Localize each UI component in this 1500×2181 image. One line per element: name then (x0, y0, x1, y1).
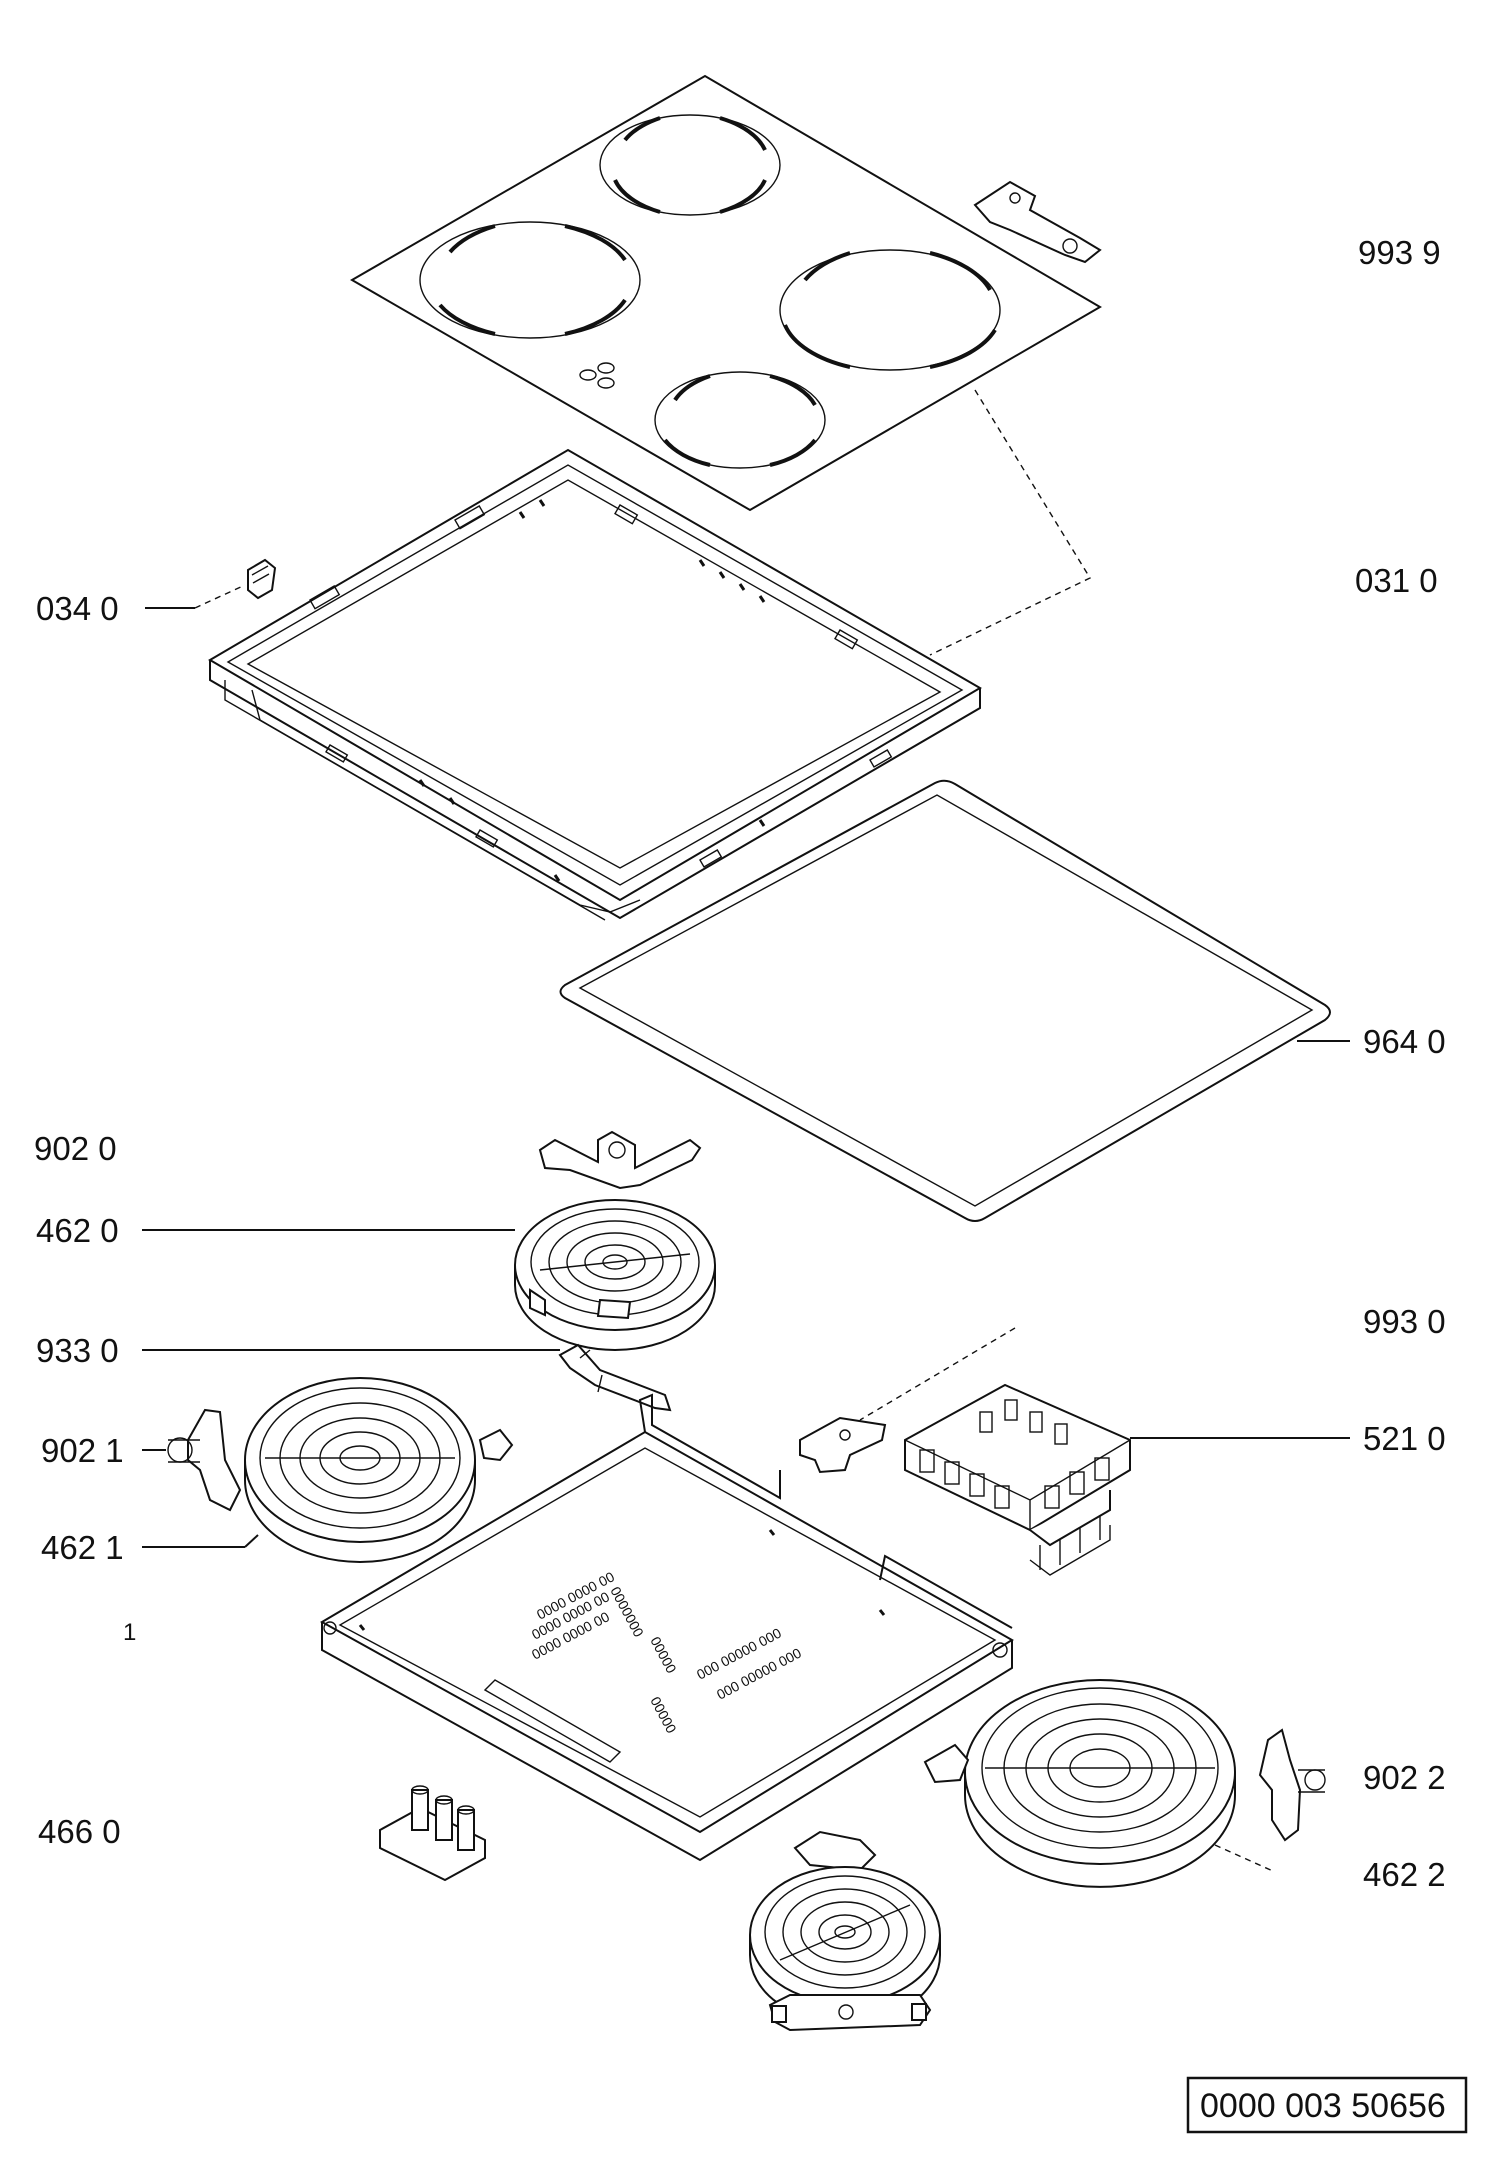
document-id-box: 0000 003 50656 (1186, 2076, 1468, 2134)
heating-element-0 (514, 1199, 716, 1351)
label-902-1: 902 1 (41, 1432, 124, 1469)
heating-element-1 (244, 1377, 514, 1563)
label-466-0: 466 0 (38, 1813, 121, 1850)
heating-element-bracket-0 (538, 1130, 702, 1190)
label-993-0: 993 0 (1363, 1303, 1446, 1340)
label-933-0: 933 0 (36, 1332, 119, 1369)
label-462-1: 462 1 (41, 1529, 124, 1566)
terminal-block-part (904, 1383, 1131, 1576)
heating-element-2 (923, 1679, 1236, 1888)
label-521-0: 521 0 (1363, 1420, 1446, 1457)
part-labels: 993 9 031 0 034 0 964 0 902 0 462 0 993 … (34, 234, 1446, 1893)
heating-element-3 (749, 1830, 941, 2032)
label-964-0: 964 0 (1363, 1023, 1446, 1060)
heating-element-bracket-2 (1258, 1728, 1326, 1842)
base-tray-part: 0000 0000 00 0000 0000 00 0000 0000 00 0… (319, 1393, 1014, 1862)
label-462-0: 462 0 (36, 1212, 119, 1249)
frame-part (208, 448, 982, 921)
label-993-9: 993 9 (1358, 234, 1441, 271)
clip-part (247, 558, 277, 600)
label-1: 1 (123, 1619, 136, 1646)
document-id: 0000 003 50656 (1200, 2087, 1446, 2125)
glass-cooktop-part (350, 74, 1102, 656)
label-462-2: 462 2 (1363, 1856, 1446, 1893)
label-902-2: 902 2 (1363, 1759, 1446, 1796)
label-034-0: 034 0 (36, 590, 119, 627)
connector-part (379, 1785, 486, 1882)
gasket-part (559, 779, 1331, 1222)
heating-element-bracket-1 (167, 1408, 242, 1512)
label-902-0: 902 0 (34, 1130, 117, 1167)
label-031-0: 031 0 (1355, 562, 1438, 599)
small-bracket-part (799, 1327, 1016, 1474)
sensor-clip-part (558, 1343, 672, 1412)
leader-lines (142, 584, 1350, 1873)
